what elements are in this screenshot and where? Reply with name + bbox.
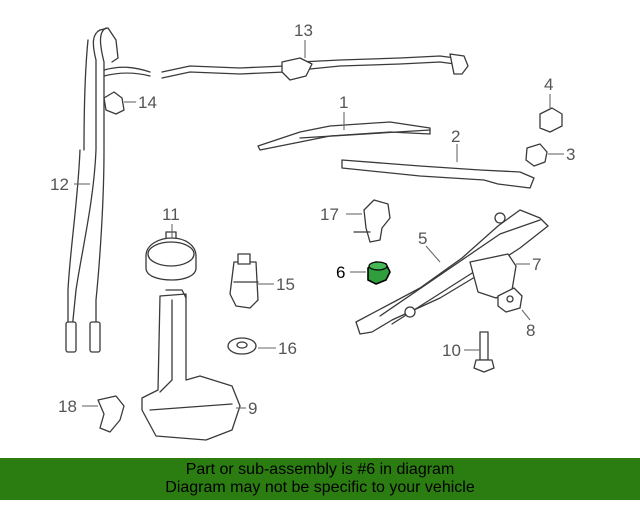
callout-6: 6 <box>336 263 345 282</box>
part-3-nut-cap[interactable] <box>525 143 548 167</box>
callout-10: 10 <box>442 341 461 360</box>
part-10-bolt[interactable] <box>473 331 495 373</box>
info-banner: Part or sub-assembly is #6 in diagram Di… <box>0 458 640 500</box>
part-9-washer-reservoir[interactable] <box>141 289 241 441</box>
callout-15: 15 <box>276 275 295 294</box>
part-13-rear-washer-hose[interactable] <box>161 53 469 81</box>
part-11-reservoir-cap[interactable] <box>145 231 197 281</box>
callout-17: 17 <box>320 205 339 224</box>
part-18-elbow[interactable] <box>97 395 125 433</box>
parts-diagram: 13 1 2 3 4 14 12 17 11 5 7 8 10 15 16 9 … <box>50 21 575 441</box>
part-8-grommet[interactable] <box>497 287 523 313</box>
banner-line-2: Diagram may not be specific to your vehi… <box>165 479 475 496</box>
callout-18: 18 <box>58 397 77 416</box>
banner-line-1: Part or sub-assembly is #6 in diagram <box>185 461 455 478</box>
callout-12: 12 <box>50 175 69 194</box>
part-1-wiper-blade[interactable] <box>257 121 431 151</box>
callout-2: 2 <box>451 127 460 146</box>
callout-13: 13 <box>294 21 313 40</box>
leader-lines <box>74 40 564 409</box>
callout-16: 16 <box>278 339 297 358</box>
callout-7: 7 <box>532 255 541 274</box>
callout-14: 14 <box>138 93 157 112</box>
callout-9: 9 <box>248 399 257 418</box>
callout-8: 8 <box>526 321 535 340</box>
callout-11: 11 <box>162 205 180 224</box>
callout-4: 4 <box>544 75 553 94</box>
part-16-grommet[interactable] <box>227 337 257 355</box>
callout-5: 5 <box>418 229 427 248</box>
part-5-wiper-linkage[interactable] <box>355 209 549 335</box>
part-12-washer-hose[interactable] <box>65 27 151 353</box>
part-17-nozzle[interactable] <box>353 199 391 243</box>
part-15-washer-pump[interactable] <box>229 253 259 309</box>
part-14-clip[interactable] <box>103 91 125 115</box>
callout-labels: 13 1 2 3 4 14 12 17 11 5 7 8 10 15 16 9 … <box>50 21 575 418</box>
part-6-cap[interactable] <box>367 261 391 285</box>
callout-1: 1 <box>339 93 348 112</box>
part-2-wiper-arm[interactable] <box>341 159 535 189</box>
callout-3: 3 <box>566 145 575 164</box>
part-4-cap[interactable] <box>539 107 563 133</box>
